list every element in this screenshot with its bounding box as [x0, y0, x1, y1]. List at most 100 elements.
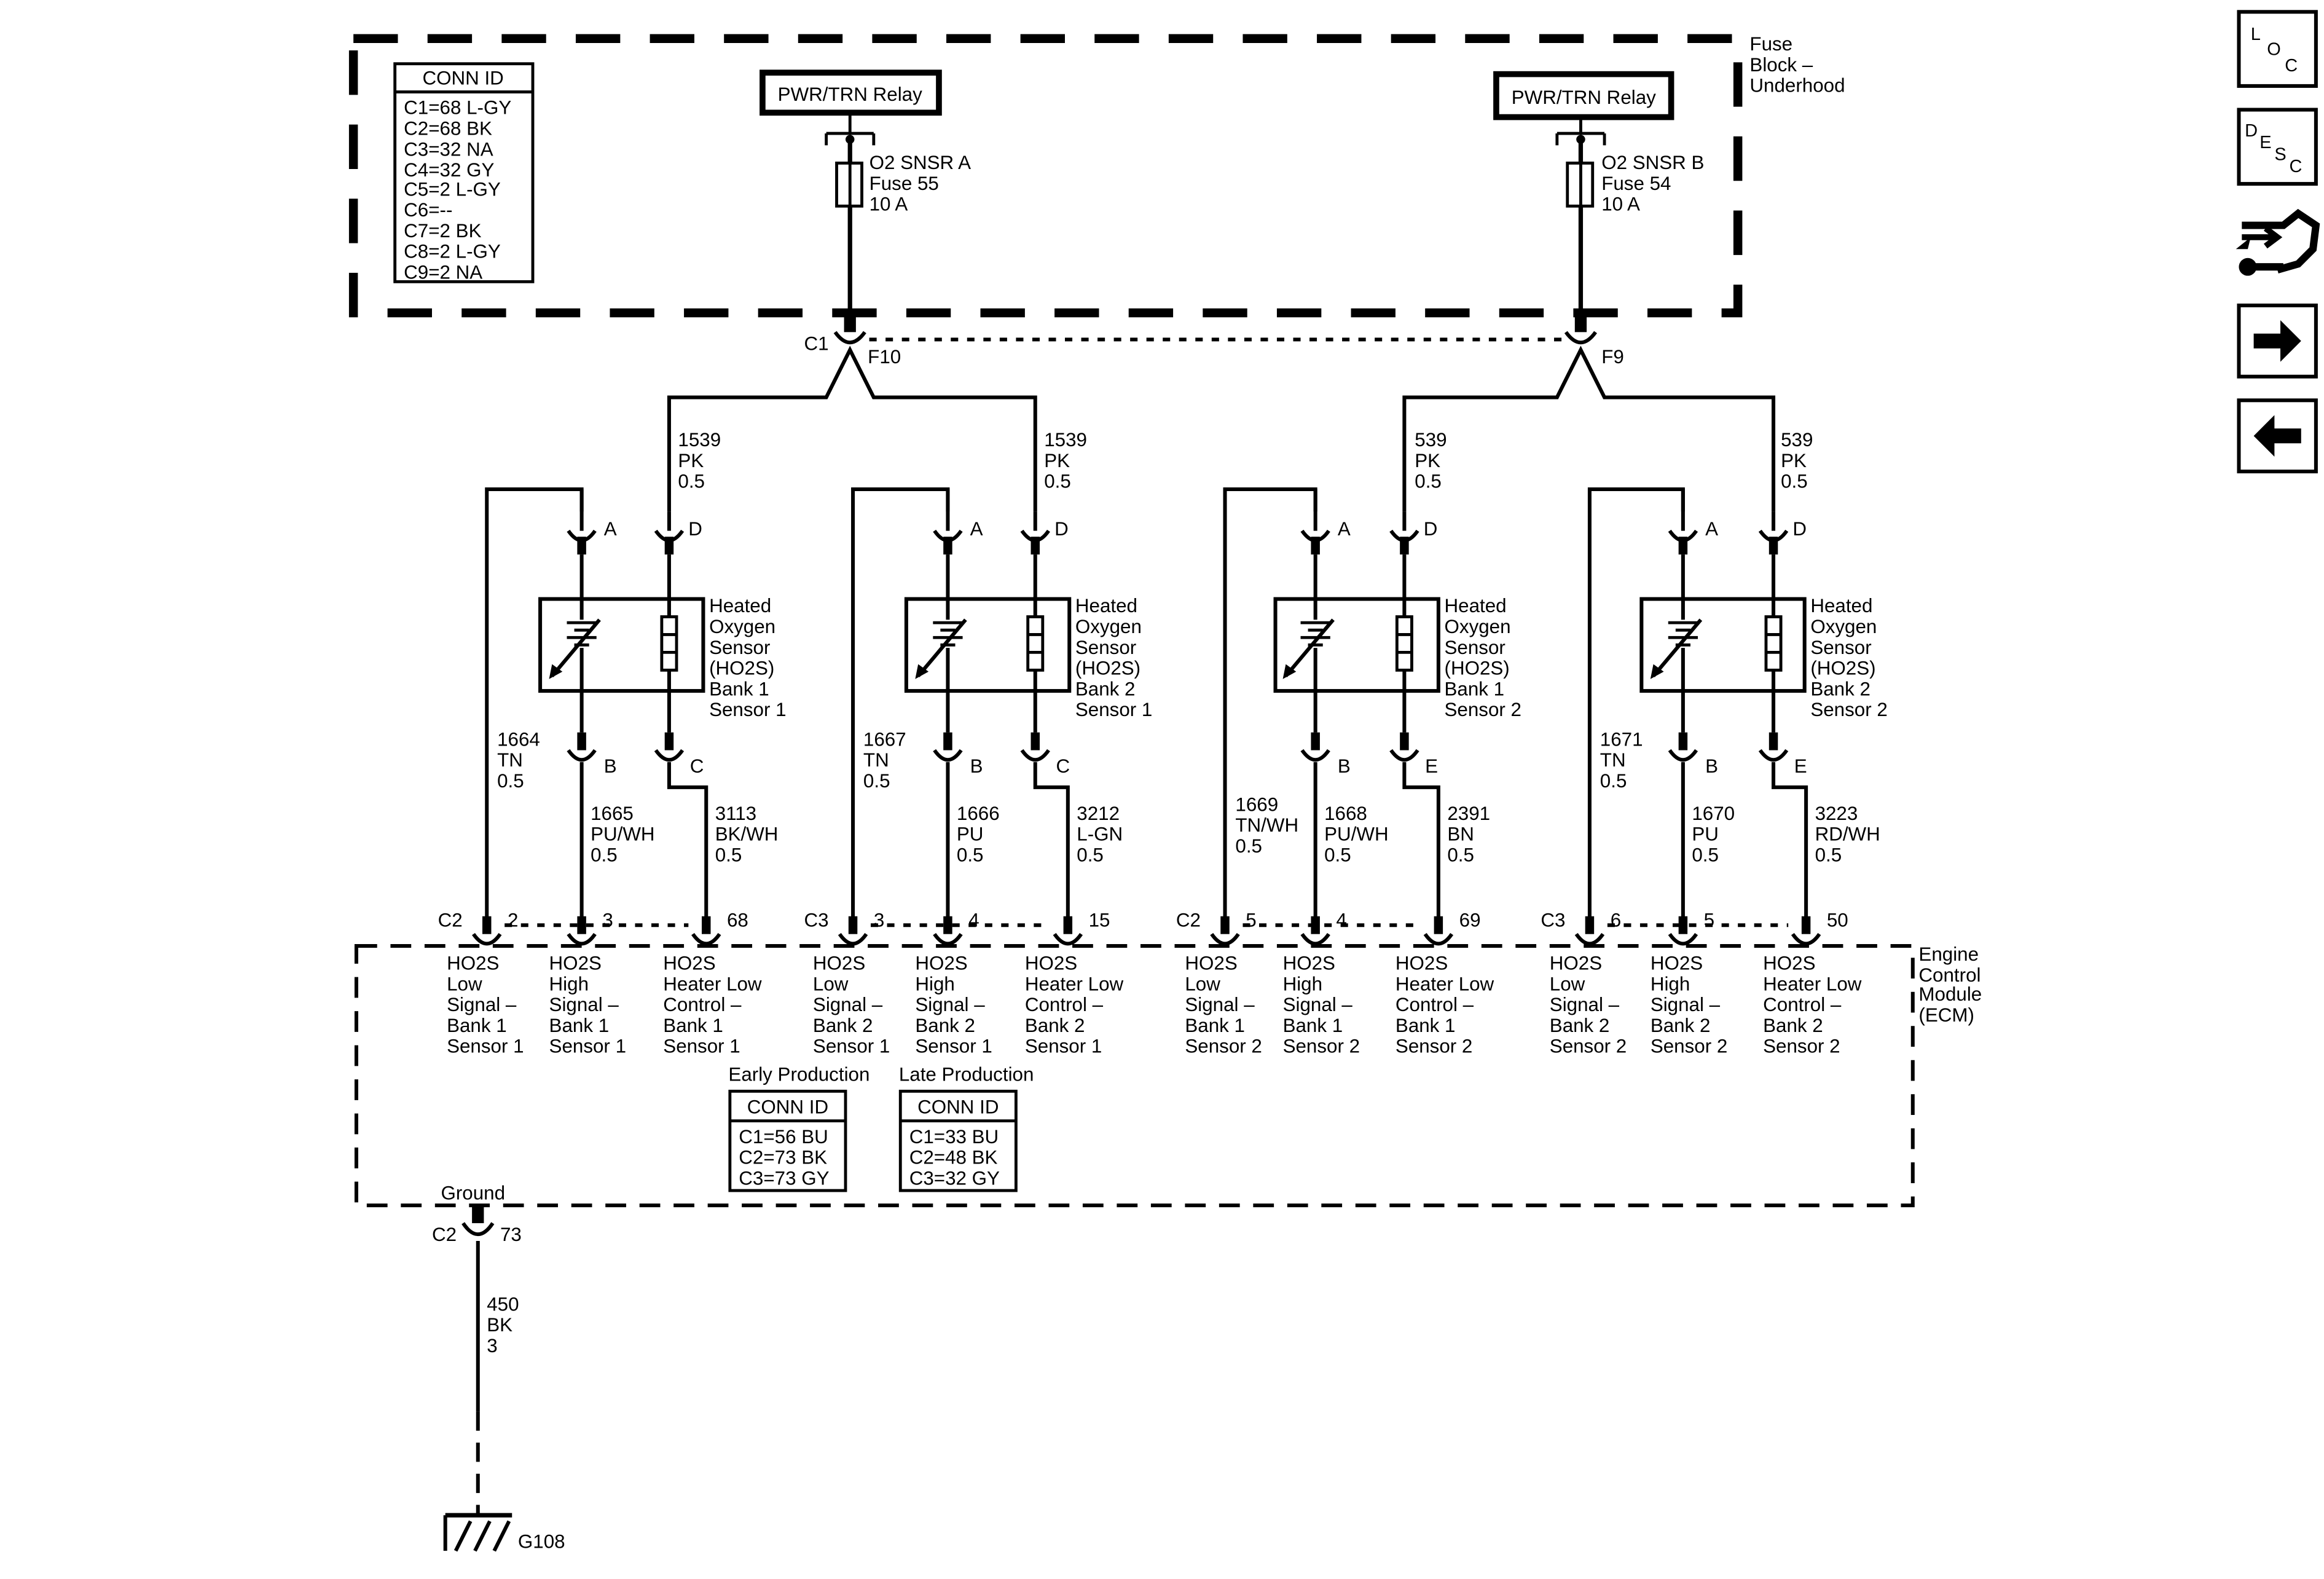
- fuse-block-label: Fuse Block – Underhood: [1749, 33, 1845, 96]
- ecm-signal-label: HO2S: [1283, 953, 1335, 974]
- feed-wire-circuit: 1539: [1044, 429, 1087, 451]
- desc-button[interactable]: D E S C: [2237, 108, 2318, 186]
- high-wire-label: 0.5: [957, 844, 984, 865]
- sensor-label-line: Bank 2: [1075, 678, 1136, 699]
- ecm-signal-label: HO2S: [813, 953, 865, 974]
- fuse-block-label-line: Fuse: [1749, 33, 1792, 55]
- sensor-pin-c: [1020, 749, 1050, 762]
- ecm-signal-label: Sensor 2: [1550, 1036, 1627, 1057]
- sensor-pin-label: D: [1792, 518, 1807, 540]
- conn-id-row: C8=2 L-GY: [404, 241, 501, 262]
- arrow-right-icon[interactable]: [2237, 303, 2318, 379]
- ecm-signal-label: Sensor 1: [915, 1036, 992, 1057]
- late-conn-id-title: CONN ID: [917, 1097, 999, 1118]
- ecm-signal-label: Signal –: [915, 994, 985, 1015]
- feed-wire-size: 0.5: [1415, 471, 1442, 492]
- high-wire-label: PU: [1692, 824, 1719, 845]
- sensor-pin-c: [654, 749, 685, 762]
- variable-arrow-icon: [1652, 618, 1703, 677]
- ecm-pin-number: 68: [727, 910, 748, 931]
- ecm-signal-label: Sensor 1: [663, 1036, 740, 1057]
- ecm-pin: [1668, 932, 1698, 946]
- early-production-caption: Early Production: [728, 1063, 870, 1085]
- ecm-signal-label: Control –: [1025, 994, 1104, 1015]
- ecm-signal-label: Bank 2: [1651, 1015, 1711, 1036]
- conn-id-row: C4=32 GY: [404, 159, 494, 181]
- variable-arrow-icon: [916, 618, 967, 677]
- conn-id-row: C2=68 BK: [404, 118, 492, 140]
- high-wire-label: PU/WH: [591, 824, 654, 845]
- feed-wire-size: 0.5: [1781, 471, 1808, 492]
- heater-wire-label: L-GN: [1077, 824, 1123, 845]
- sensor-pin-label: B: [1338, 755, 1351, 777]
- wiring-tool-icon[interactable]: [2236, 208, 2320, 276]
- arrow-left-icon[interactable]: [2237, 398, 2318, 474]
- ecm-signal-label: Control –: [1763, 994, 1842, 1015]
- conn-id-row: C6=--: [404, 199, 452, 221]
- pwr-trn-relay-a: PWR/TRN Relay: [760, 69, 942, 116]
- heater-wire-label: BK/WH: [715, 824, 779, 845]
- conn-id-row: C7=2 BK: [404, 220, 481, 242]
- heater-wire-label: 3113: [715, 803, 756, 824]
- ecm-signal-label: Signal –: [447, 994, 517, 1015]
- low-wire-label: TN: [863, 749, 889, 771]
- heater-wire-label: 0.5: [715, 844, 742, 865]
- ecm-signal-label: Sensor 1: [1025, 1036, 1102, 1057]
- ecm-label-line: Engine: [1918, 943, 1979, 965]
- ground-symbol-icon: [443, 1513, 512, 1552]
- sensor-pin-label: E: [1425, 755, 1438, 777]
- ecm-pin-number: 69: [1459, 910, 1481, 931]
- sensor-pin-label: A: [970, 518, 983, 540]
- sensor-pin-label: B: [1705, 755, 1718, 777]
- high-wire-label: 1666: [957, 803, 1000, 824]
- ecm-label-line: Control: [1918, 964, 1981, 986]
- fuse-54-label: Fuse 54: [1601, 173, 1671, 194]
- sensor-pin-label: E: [1794, 755, 1807, 777]
- ecm-pin: [933, 932, 963, 946]
- conn-id-row: C5=2 L-GY: [404, 178, 501, 200]
- low-wire-label: TN/WH: [1235, 814, 1298, 836]
- low-wire-label: 1664: [497, 728, 540, 750]
- ecm-early-production: Early Production CONN ID C1=56 BU C2=73 …: [728, 1063, 870, 1192]
- ecm-signal-label: Signal –: [1185, 994, 1255, 1015]
- variable-arrow-icon: [1284, 618, 1335, 677]
- ecm-signal-label: Bank 1: [663, 1015, 723, 1036]
- sensor-pin-label: A: [1705, 518, 1718, 540]
- ecm-label-line: Module: [1918, 983, 1982, 1005]
- ground-pin: [461, 1222, 495, 1236]
- sensor-pin-label: B: [970, 755, 983, 777]
- ecm-signal-label: High: [1283, 973, 1322, 994]
- ecm-signal-label: HO2S: [915, 953, 967, 974]
- fuse-55-label: Fuse 55: [870, 173, 939, 194]
- ecm-pin-number: 50: [1827, 910, 1848, 931]
- ecm-pin: [567, 932, 597, 946]
- low-wire-label: 1667: [863, 728, 906, 750]
- sensor-label-line: (HO2S): [1445, 658, 1510, 679]
- ecm-pin: [1423, 932, 1454, 946]
- late-production-caption: Late Production: [899, 1063, 1034, 1085]
- sensor-label-line: Sensor: [1810, 637, 1871, 658]
- ecm-signal-label: HO2S: [1651, 953, 1703, 974]
- ecm-connector-label: C2: [438, 910, 463, 931]
- loc-button[interactable]: L O C: [2237, 10, 2318, 88]
- sensor-label-line: Heated: [1810, 595, 1872, 616]
- fuse-block-outline: [348, 34, 1743, 318]
- ecm: Engine Control Module (ECM) HO2SLowSigna…: [354, 943, 1982, 1552]
- feed-wire-color: PK: [678, 450, 704, 471]
- ground-label: Ground: [441, 1182, 505, 1203]
- ecm-pin-number: 6: [1611, 910, 1621, 931]
- heater-element-icon: [660, 615, 678, 672]
- late-conn-id-row: C3=32 GY: [909, 1167, 1000, 1189]
- nav-panel: L O C D E S C: [2236, 10, 2320, 474]
- sensor-label-line: (HO2S): [709, 658, 774, 679]
- ecm-pin: [1210, 932, 1240, 946]
- early-conn-id-row: C3=73 GY: [739, 1167, 829, 1189]
- sensor-label-line: Oxygen: [709, 616, 775, 637]
- feed-wire-circuit: 1539: [678, 429, 721, 451]
- ecm-signal-label: HO2S: [1185, 953, 1237, 974]
- relay-a-label: PWR/TRN Relay: [778, 84, 922, 105]
- ecm-signal-label: Heater Low: [1763, 973, 1862, 994]
- late-conn-id-row: C2=48 BK: [909, 1147, 998, 1168]
- sensor-label-line: Oxygen: [1810, 616, 1877, 637]
